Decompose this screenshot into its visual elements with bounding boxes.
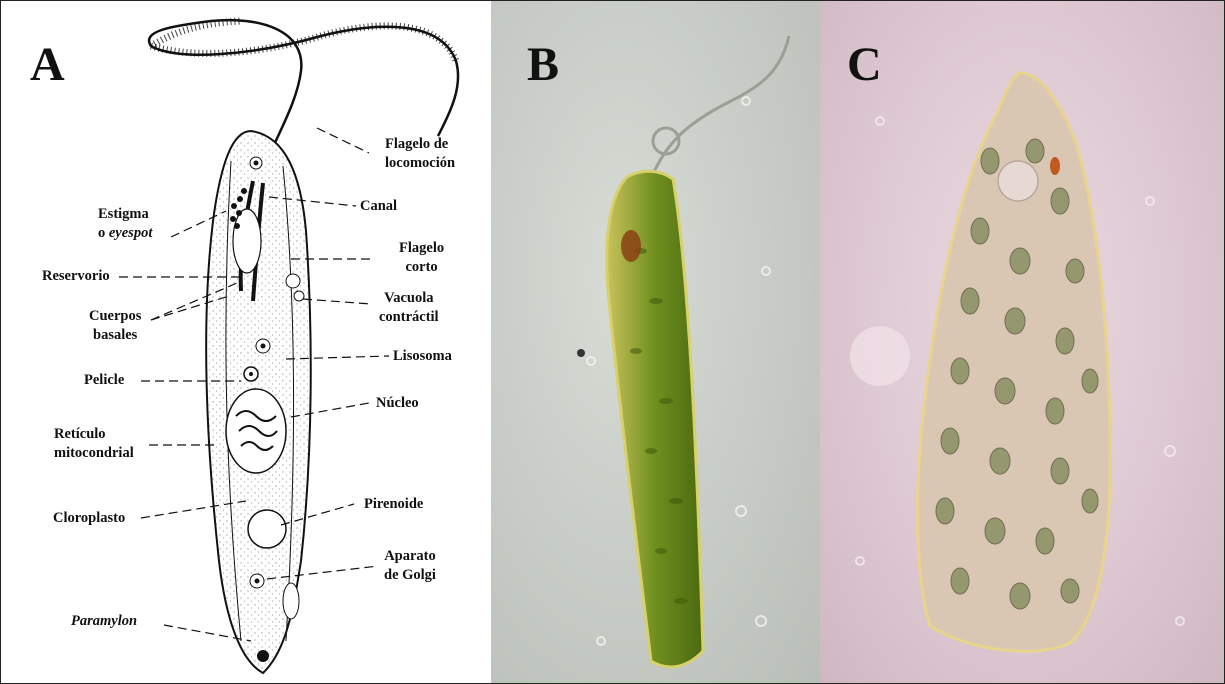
label-golgi: Aparatode Golgi (384, 547, 436, 585)
label-canal: Canal (360, 197, 397, 216)
panel-a-diagram: A Flagelo delocomoción Canal Estigma o e… (1, 1, 489, 683)
label-cuerpos-basales: Cuerposbasales (89, 307, 141, 345)
label-pirenoide: Pirenoide (364, 495, 423, 514)
panel-a-letter: A (30, 41, 65, 89)
panel-c-micrograph: C (820, 1, 1224, 683)
pyrenoid (248, 510, 286, 548)
euglena-green-cell (491, 1, 820, 683)
label-flagelo-locomocion: Flagelo delocomoción (385, 135, 455, 173)
label-flagelo-corto: Flagelocorto (399, 239, 444, 277)
panel-b-micrograph: B (491, 1, 820, 683)
panel-b-letter: B (527, 41, 559, 89)
label-reservorio: Reservorio (42, 267, 110, 286)
label-nucleo: Núcleo (376, 394, 419, 413)
label-cloroplasto: Cloroplasto (53, 509, 125, 528)
label-estigma: Estigma o eyespot (98, 205, 152, 243)
label-lisosoma: Lisosoma (393, 347, 452, 366)
label-reticulo: Retículomitocondrial (54, 425, 134, 463)
panel-c-letter: C (847, 41, 882, 89)
label-paramylon: Paramylon (71, 612, 137, 631)
euglena-pale-cell (820, 1, 1224, 683)
label-pelicle: Pelicle (84, 371, 124, 390)
label-vacuola: Vacuolacontráctil (379, 289, 439, 327)
